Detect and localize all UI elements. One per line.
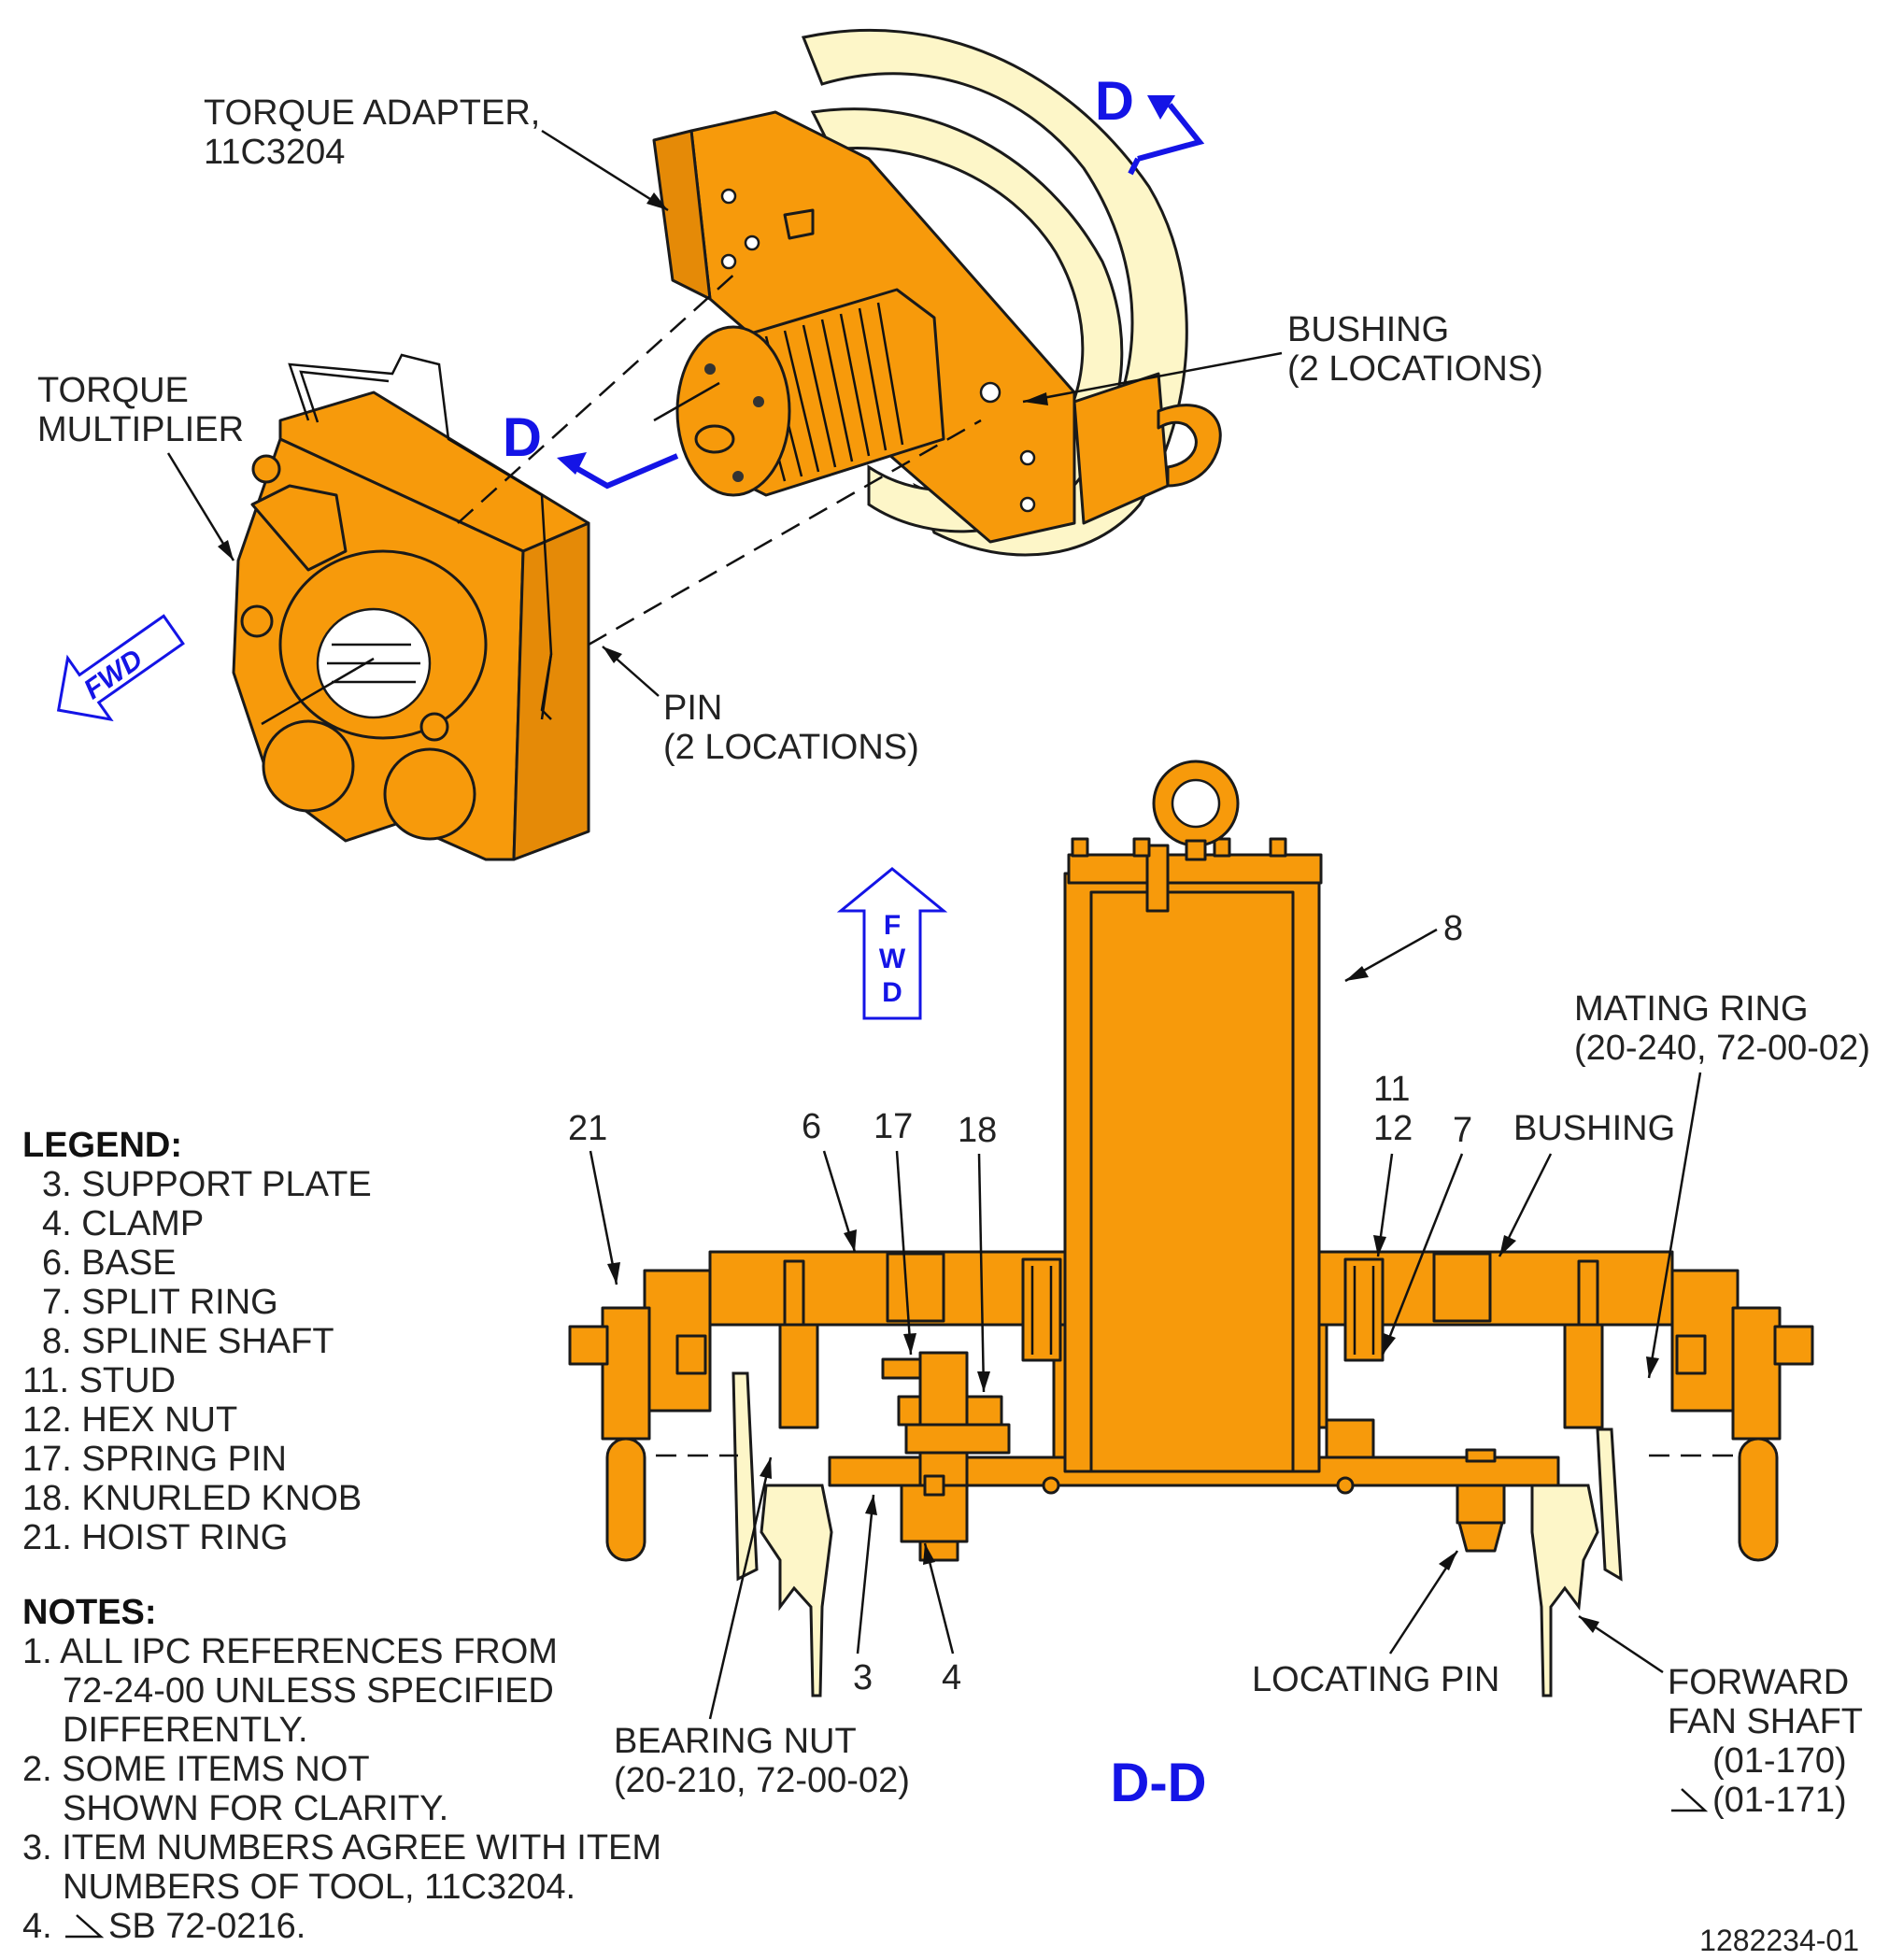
- svg-text:MATING RING: MATING RING: [1574, 989, 1809, 1029]
- svg-text:(01-171): (01-171): [1712, 1781, 1847, 1820]
- callout-item-4: 4: [923, 1542, 961, 1697]
- callout-item-21: 21: [568, 1109, 620, 1285]
- notes: NOTES: 1. ALL IPC REFERENCES FROM 72-24-…: [22, 1593, 661, 1946]
- svg-text:18. KNURLED KNOB: 18. KNURLED KNOB: [22, 1479, 362, 1518]
- adapter-handle: [1157, 404, 1222, 488]
- callout-item-11-12: 11 12: [1373, 1070, 1413, 1257]
- svg-text:12: 12: [1373, 1109, 1413, 1148]
- callout-bushing-section: BUSHING: [1498, 1109, 1675, 1257]
- svg-text:(01-170): (01-170): [1712, 1741, 1847, 1781]
- bushing-section: [1432, 1252, 1492, 1323]
- svg-text:3. ITEM NUMBERS AGREE WITH ITE: 3. ITEM NUMBERS AGREE WITH ITEM: [22, 1828, 661, 1868]
- svg-text:1. ALL IPC REFERENCES FROM: 1. ALL IPC REFERENCES FROM: [22, 1632, 558, 1671]
- section-marker-upper: D: [1095, 71, 1205, 176]
- svg-text:17. SPRING PIN: 17. SPRING PIN: [22, 1440, 287, 1479]
- callout-item-3: 3: [853, 1494, 877, 1697]
- svg-text:4: 4: [942, 1658, 961, 1697]
- callout-item-7: 7: [1381, 1111, 1472, 1356]
- callout-item-18: 18: [958, 1111, 997, 1393]
- svg-text:21. HOIST RING: 21. HOIST RING: [22, 1518, 288, 1557]
- hoist-ring-left: [605, 1437, 646, 1562]
- svg-text:MULTIPLIER: MULTIPLIER: [37, 410, 244, 449]
- callout-torque-adapter: TORQUE ADAPTER, 11C3204: [204, 93, 669, 212]
- callout-torque-multiplier: TORQUE MULTIPLIER: [37, 371, 244, 561]
- svg-text:NUMBERS OF TOOL, 11C3204.: NUMBERS OF TOOL, 11C3204.: [63, 1868, 575, 1907]
- svg-text:4. CLAMP: 4. CLAMP: [42, 1204, 204, 1243]
- svg-text:D: D: [1095, 71, 1134, 132]
- torque-multiplier-body: [232, 353, 590, 861]
- spline-shaft-end: [675, 325, 791, 497]
- svg-text:NOTES:: NOTES:: [22, 1593, 157, 1632]
- svg-text:LOCATING PIN: LOCATING PIN: [1252, 1660, 1499, 1699]
- callout-item-6: 6: [802, 1107, 857, 1253]
- svg-text:F: F: [884, 910, 901, 941]
- svg-text:8. SPLINE SHAFT: 8. SPLINE SHAFT: [42, 1322, 334, 1361]
- section-title: D-D: [1110, 1753, 1206, 1813]
- section-tool: [568, 760, 1814, 1562]
- svg-text:72-24-00 UNLESS SPECIFIED: 72-24-00 UNLESS SPECIFIED: [63, 1671, 554, 1711]
- callout-bearing-nut: BEARING NUT (20-210, 72-00-02): [614, 1456, 910, 1800]
- figure-number: 1282234-01: [1699, 1924, 1859, 1957]
- svg-text:BUSHING: BUSHING: [1513, 1109, 1675, 1148]
- svg-text:D: D: [882, 977, 902, 1008]
- callout-mating-ring: MATING RING (20-240, 72-00-02): [1574, 989, 1870, 1379]
- svg-text:BUSHING: BUSHING: [1287, 310, 1449, 349]
- svg-text:17: 17: [873, 1107, 913, 1146]
- svg-text:(2 LOCATIONS): (2 LOCATIONS): [1287, 349, 1543, 389]
- fwd-arrow-diagonal: FWD: [56, 614, 185, 722]
- callout-pin: PIN (2 LOCATIONS): [602, 646, 919, 767]
- svg-text:LEGEND:: LEGEND:: [22, 1126, 182, 1165]
- svg-text:SB 72-0216.: SB 72-0216.: [108, 1907, 305, 1946]
- svg-text:6. BASE: 6. BASE: [42, 1243, 177, 1283]
- svg-text:4.: 4.: [22, 1907, 52, 1946]
- svg-text:11. STUD: 11. STUD: [22, 1361, 176, 1400]
- svg-text:(2 LOCATIONS): (2 LOCATIONS): [663, 728, 919, 767]
- svg-text:7: 7: [1453, 1111, 1472, 1150]
- svg-text:11C3204: 11C3204: [204, 133, 345, 172]
- svg-text:18: 18: [958, 1111, 997, 1150]
- svg-text:(20-210, 72-00-02): (20-210, 72-00-02): [614, 1761, 910, 1800]
- svg-text:W: W: [879, 944, 906, 974]
- svg-text:BEARING NUT: BEARING NUT: [614, 1722, 857, 1761]
- alignment-lines: [261, 270, 982, 726]
- hoist-ring-right: [1738, 1437, 1779, 1562]
- svg-text:D: D: [503, 407, 542, 468]
- legend: LEGEND: 3. SUPPORT PLATE 4. CLAMP 6. BAS…: [22, 1126, 372, 1557]
- svg-text:12. HEX NUT: 12. HEX NUT: [22, 1400, 237, 1440]
- callout-item-8: 8: [1344, 909, 1463, 983]
- svg-text:SHOWN FOR CLARITY.: SHOWN FOR CLARITY.: [63, 1789, 448, 1828]
- forward-fan-shaft-section: [731, 1371, 1623, 1697]
- torque-adapter-assembly: [652, 28, 1222, 557]
- svg-text:11: 11: [1373, 1070, 1410, 1109]
- svg-text:8: 8: [1443, 909, 1463, 948]
- fwd-arrow-vertical: F W D: [836, 867, 948, 1020]
- svg-text:(20-240, 72-00-02): (20-240, 72-00-02): [1574, 1029, 1870, 1068]
- callout-item-17: 17: [873, 1107, 916, 1356]
- svg-text:21: 21: [568, 1109, 607, 1148]
- svg-text:2. SOME ITEMS NOT: 2. SOME ITEMS NOT: [22, 1750, 370, 1789]
- svg-text:PIN: PIN: [663, 689, 722, 728]
- svg-text:FORWARD: FORWARD: [1668, 1663, 1849, 1702]
- multiplier-top-knob: [250, 484, 348, 572]
- multiplier-knob-right: [383, 747, 476, 841]
- callout-forward-fan-shaft: FORWARD FAN SHAFT (01-170) (01-171): [1578, 1614, 1863, 1820]
- svg-text:3. SUPPORT PLATE: 3. SUPPORT PLATE: [42, 1165, 372, 1204]
- multiplier-knob-left: [262, 719, 355, 813]
- svg-text:TORQUE ADAPTER,: TORQUE ADAPTER,: [204, 93, 540, 133]
- section-marker-lower: D: [503, 407, 679, 490]
- svg-text:3: 3: [853, 1658, 873, 1697]
- callout-bushing-top: BUSHING (2 LOCATIONS): [1022, 310, 1543, 405]
- svg-text:6: 6: [802, 1107, 821, 1146]
- callout-locating-pin: LOCATING PIN: [1252, 1550, 1499, 1699]
- svg-text:DIFFERENTLY.: DIFFERENTLY.: [63, 1711, 308, 1750]
- svg-text:FAN SHAFT: FAN SHAFT: [1668, 1702, 1863, 1741]
- locating-pin: [1456, 1484, 1506, 1525]
- svg-text:TORQUE: TORQUE: [37, 371, 189, 410]
- svg-text:7. SPLIT RING: 7. SPLIT RING: [42, 1283, 278, 1322]
